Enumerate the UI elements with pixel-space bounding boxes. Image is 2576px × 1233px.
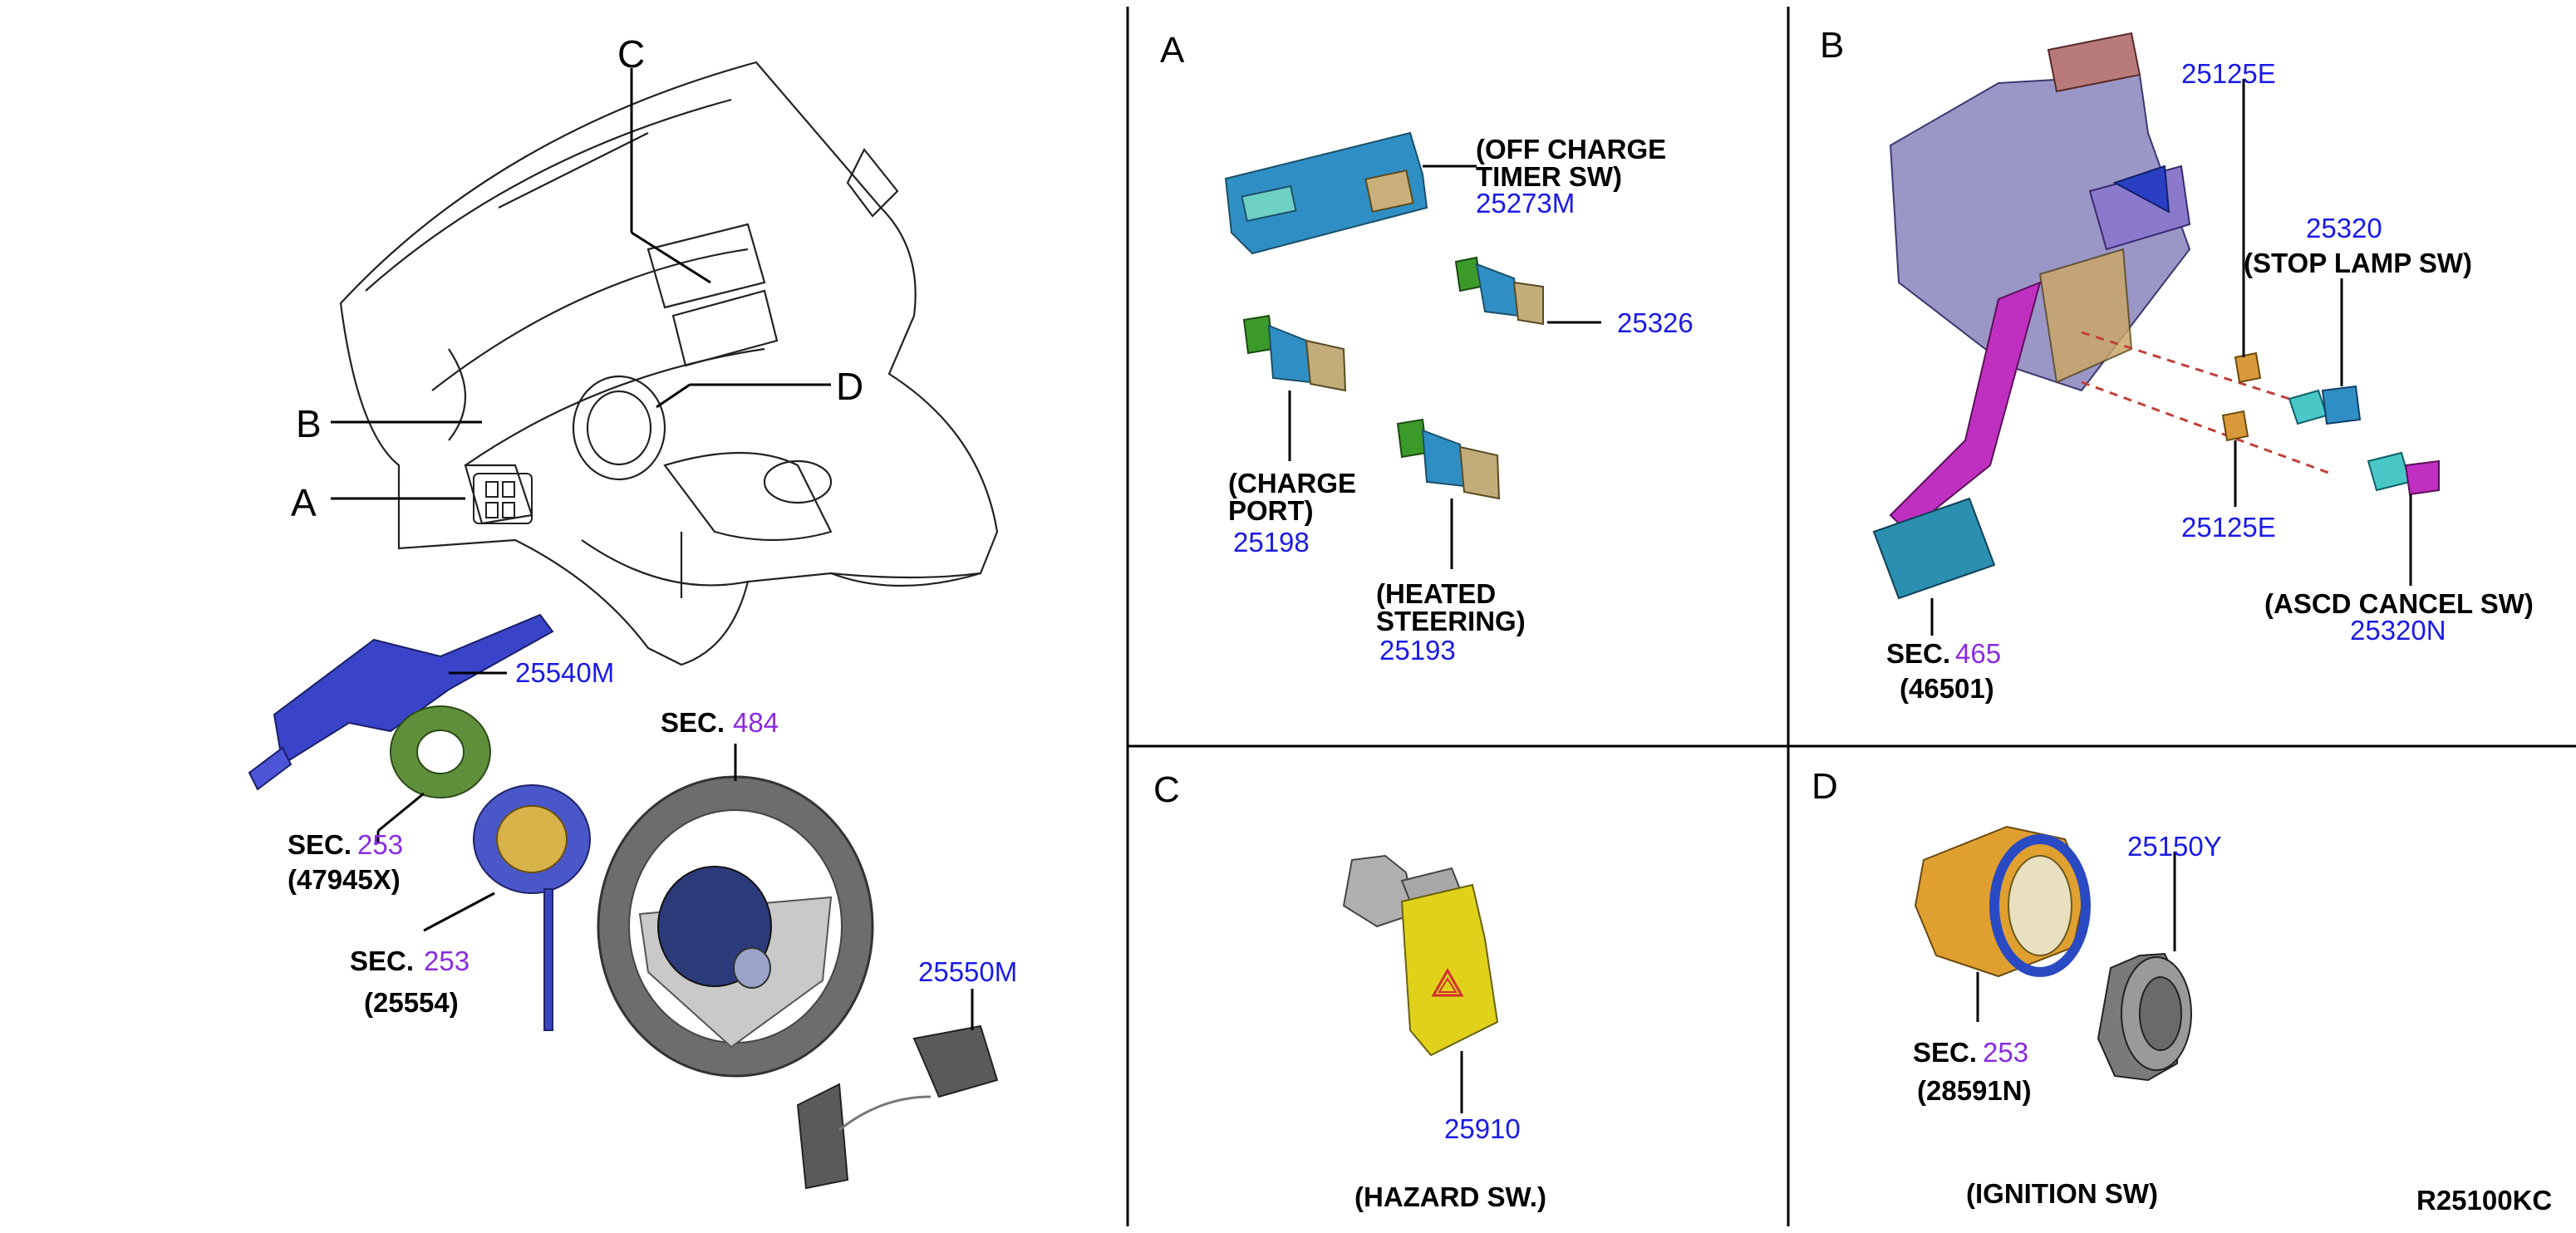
part-number-steering-angle: (25554) [364,987,459,1018]
panel-b-letter: B [1820,25,1845,66]
steering-wheel-illustration [597,744,874,1078]
sec-number-steering-wheel: 484 [733,707,779,738]
charge-port-label-line2: PORT) [1228,495,1314,526]
hazard-switch-label: (HAZARD SW.) [1354,1181,1546,1212]
callout-c: C [617,32,646,76]
ignition-switch-label: (IGNITION SW) [1966,1178,2158,1209]
part-number-hazard-switch: 25910 [1444,1113,1521,1144]
off-charge-timer-label-line2: TIMER SW) [1476,161,1622,192]
part-number-25326: 25326 [1617,307,1694,338]
panel-c-letter: C [1153,769,1180,810]
sec-label-key-lock: SEC. [1913,1037,1978,1068]
reference-code: R25100KC [2416,1185,2553,1216]
spiral-cable-illustration [376,705,491,843]
switch-25198-illustration [1242,314,1347,461]
part-number-pedal: (46501) [1900,673,1994,704]
part-number-steering-switch: 25550M [918,956,1018,987]
sec-label-steering-wheel: SEC. [661,707,725,738]
part-number-stop-lamp-switch: 25320 [2306,213,2382,243]
part-number-off-charge-timer: 25273M [1476,188,1576,219]
heated-steering-label-line1: (HEATED [1376,578,1497,609]
charge-port-label-line1: (CHARGE [1228,468,1356,499]
sec-number-key-lock: 253 [1983,1037,2029,1068]
dashboard-overview-drawing [248,61,999,1190]
callout-b: B [296,402,322,445]
panel-a-letter: A [1160,30,1185,71]
sec-number-steering-angle: 253 [424,946,470,976]
part-number-ascd-cancel-switch: 25320N [2350,615,2446,646]
steering-switch-illustration [796,989,999,1190]
dashboard-illustration [339,61,999,666]
heated-steering-label-line2: STEERING) [1376,606,1526,636]
pedal-bracket-illustration [1889,32,2191,392]
panel-d-letter: D [1812,766,1838,807]
part-number-spiral-cable: (47945X) [288,864,401,895]
part-number-25125e-bottom: 25125E [2181,512,2276,543]
sec-label-spiral: SEC. [288,829,352,860]
switch-25326-illustration [1454,256,1601,326]
overview-switch-cluster [473,473,533,524]
off-charge-timer-switch-illustration [1224,131,1477,255]
key-lock-cylinder-illustration [1914,825,2091,1022]
stop-lamp-switch-label: (STOP LAMP SW) [2244,248,2473,278]
sec-label-steering-angle: SEC. [350,946,415,976]
panel-b-drawing [1872,32,2440,636]
panel-d-drawing [1914,825,2192,1082]
combination-switch-illustration [248,613,554,791]
stopper-25125e-top-illustration [2234,79,2262,384]
stopper-25125e-bottom-illustration [2221,410,2249,507]
panel-c-drawing [1342,854,1499,1113]
callout-d: D [836,365,864,408]
switch-25193-illustration [1396,418,1501,569]
part-number-key-lock: (28591N) [1917,1075,2032,1106]
sec-number-spiral: 253 [357,829,404,860]
part-number-combination-switch: 25540M [515,657,615,688]
part-number-ignition-switch: 25150Y [2127,831,2222,862]
part-number-heated-steering: 25193 [1379,635,1456,666]
part-number-25125e-top: 25125E [2181,58,2276,89]
steering-angle-sensor-illustration [423,784,591,1031]
overview-callout-lines [331,68,831,500]
sec-label-pedal: SEC. [1886,638,1951,669]
sec-number-pedal: 465 [1955,638,2002,669]
off-charge-timer-label-line1: (OFF CHARGE [1476,134,1667,165]
ascd-cancel-switch-label: (ASCD CANCEL SW) [2264,588,2534,619]
brake-pedal-illustration [1872,281,2042,636]
hazard-switch-illustration [1342,854,1499,1113]
panel-a-drawing [1224,131,1601,569]
ignition-switch-illustration [2097,852,2192,1082]
stop-lamp-switch-illustration [2288,278,2362,425]
ascd-cancel-switch-illustration [2367,451,2440,586]
callout-a: A [291,481,317,524]
part-number-charge-port: 25198 [1233,527,1310,558]
